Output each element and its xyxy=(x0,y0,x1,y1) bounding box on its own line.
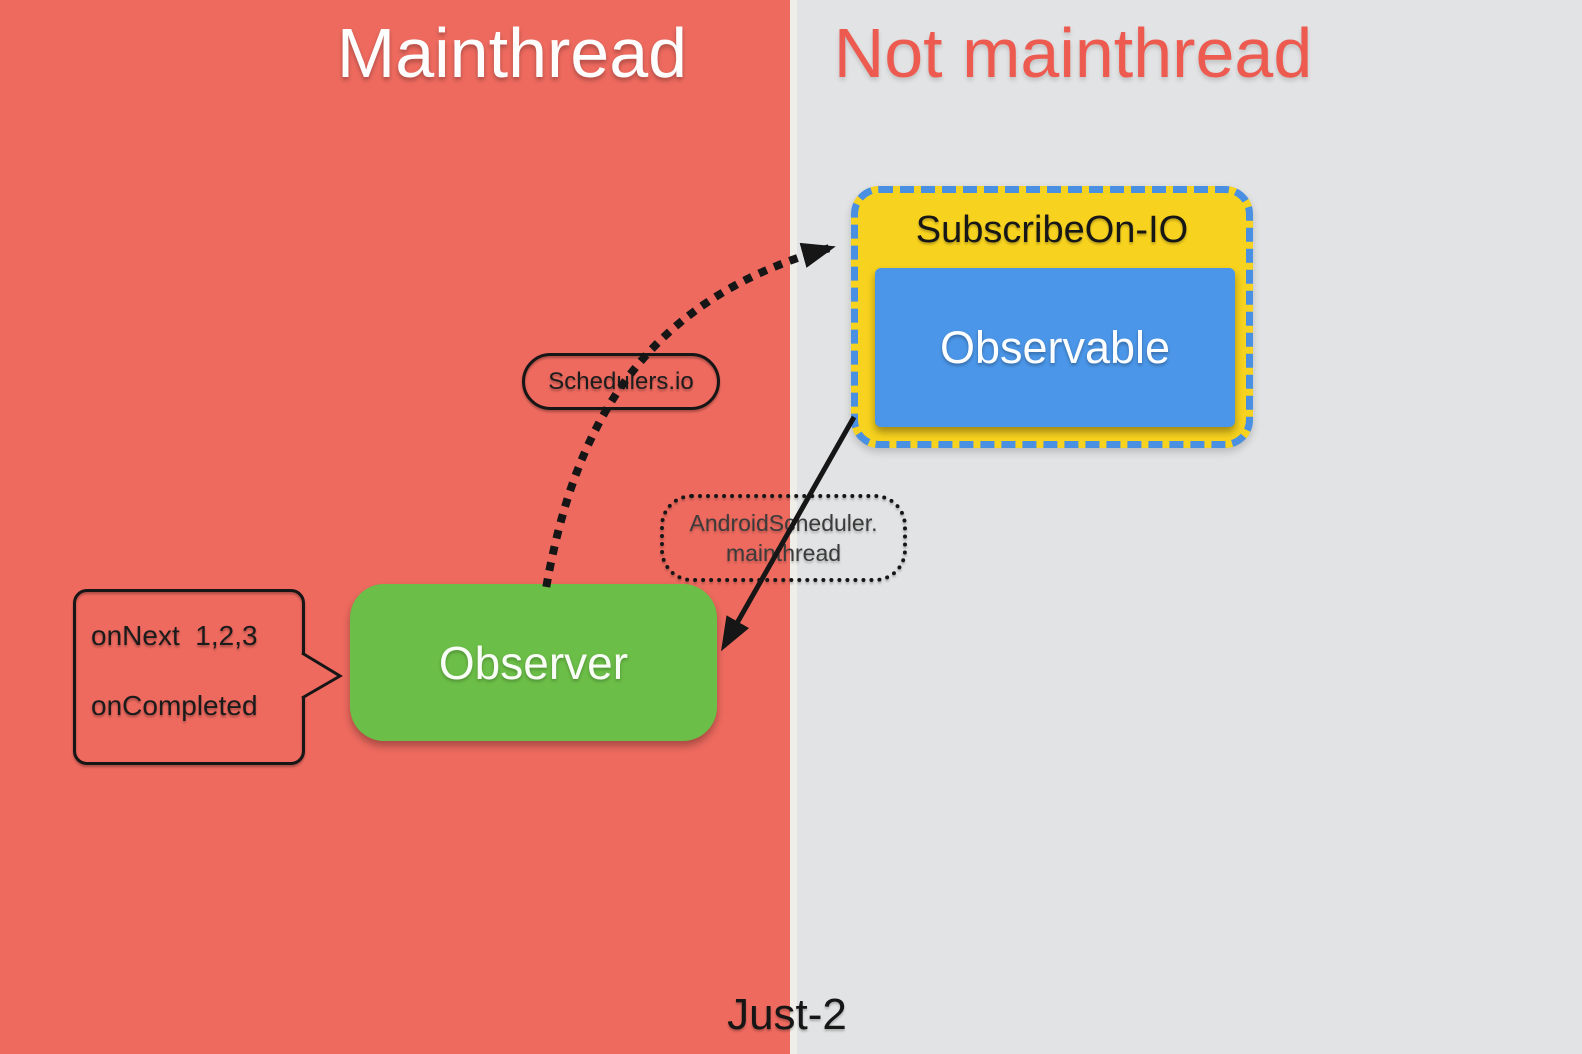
callout-onnext-line: onNext 1,2,3 xyxy=(91,620,258,651)
android-scheduler-label-line2: mainthread xyxy=(725,540,842,566)
android-scheduler-label-line1: AndroidScheduler. xyxy=(689,510,878,536)
android-scheduler-box: AndroidScheduler. mainthread xyxy=(660,494,907,582)
observable-label: Observable xyxy=(939,321,1171,373)
observer-label: Observer xyxy=(438,636,629,689)
observer-node: Observer xyxy=(350,584,717,741)
schedulers-io-label: Schedulers.io xyxy=(548,367,694,395)
schedulers-io-pill: Schedulers.io xyxy=(522,353,720,410)
mainthread-title: Mainthread xyxy=(336,14,688,92)
not-mainthread-title: Not mainthread xyxy=(833,14,1313,92)
onnext-callout-bubble: onNext 1,2,3 onCompleted xyxy=(73,589,305,765)
subscribe-on-io-box: SubscribeOn-IO Observable xyxy=(851,186,1253,448)
not-mainthread-region xyxy=(797,0,1582,1054)
slide-caption: Just-2 xyxy=(727,990,847,1039)
subscribe-on-io-label: SubscribeOn-IO xyxy=(915,209,1189,251)
observable-node: Observable xyxy=(875,268,1235,427)
callout-oncompleted-line: onCompleted xyxy=(91,690,258,721)
